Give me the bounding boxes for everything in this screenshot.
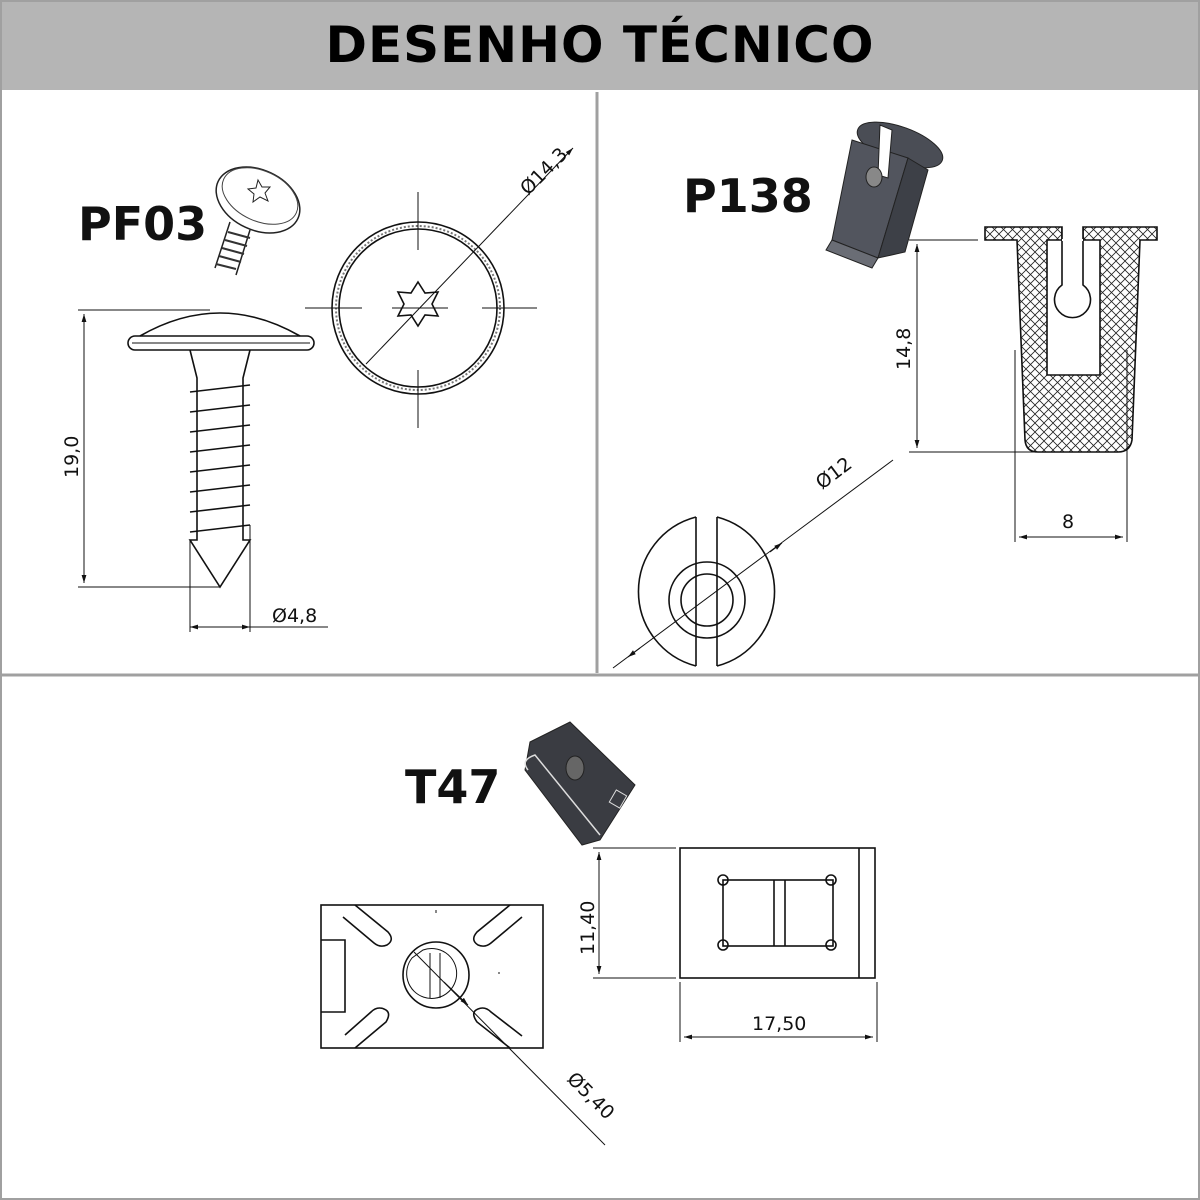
part-label-pf03: PF03 — [78, 197, 207, 251]
dim-width: 8 — [1062, 511, 1074, 533]
page-title: DESENHO TÉCNICO — [325, 16, 875, 74]
part-pf03: PF03 Ø14,3 — [61, 143, 574, 632]
dim-side-width: 17,50 — [752, 1013, 806, 1035]
t47-side-view: 11,40 17,50 — [577, 847, 878, 1042]
dim-diameter: Ø12 — [812, 453, 856, 494]
pf03-side-view: 19,0 Ø4,8 — [61, 309, 328, 632]
part-label-t47: T47 — [405, 760, 500, 814]
screw-3d-icon — [214, 166, 301, 276]
clip-3d-icon — [524, 721, 636, 846]
p138-section-view: 14,8 8 — [893, 226, 1158, 542]
pf03-top-view: Ø14,3 — [305, 143, 574, 428]
dim-side-height: 11,40 — [577, 901, 599, 955]
part-t47: T47 Ø5,40 — [320, 721, 878, 1146]
dim-length: 19,0 — [61, 436, 83, 478]
dim-height: 14,8 — [893, 328, 915, 370]
part-label-p138: P138 — [683, 169, 813, 223]
part-p138: P138 14,8 8 — [612, 121, 1158, 669]
nut-3d-icon — [825, 121, 944, 269]
dim-hole-diameter: Ø5,40 — [562, 1068, 618, 1124]
dim-head-diameter: Ø14,3 — [516, 143, 572, 199]
header-banner: DESENHO TÉCNICO — [0, 0, 1200, 90]
dim-shank-diameter: Ø4,8 — [272, 605, 317, 627]
p138-bottom-view: Ø12 — [612, 453, 894, 669]
t47-front-view: Ø5,40 — [320, 904, 619, 1146]
